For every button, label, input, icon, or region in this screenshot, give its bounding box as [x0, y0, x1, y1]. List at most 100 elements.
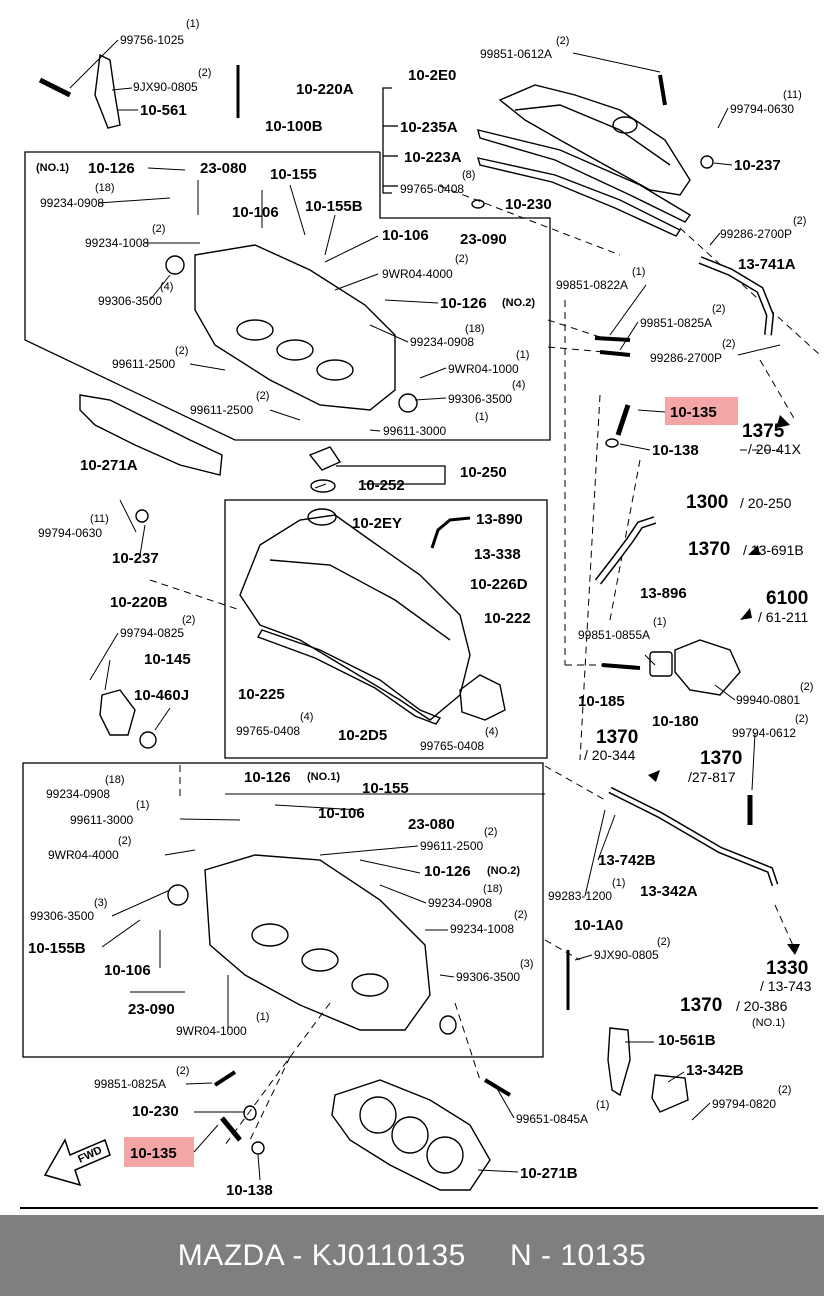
part-number: 99611-2500 — [112, 357, 175, 371]
part-number: 99234-0908 — [46, 787, 110, 801]
qty-label: (2) — [712, 303, 725, 315]
cross-reference: 6100 — [766, 588, 808, 609]
part-label: 13-890 — [476, 511, 523, 528]
gasket-10-271B — [331, 1079, 491, 1191]
part-number: 99794-0825 — [120, 626, 184, 640]
part-label: 10-100B — [265, 118, 323, 135]
part-label: 10-1A0 — [574, 917, 623, 934]
part-number: 99234-1008 — [450, 922, 514, 936]
part-label: 10-230 — [505, 196, 552, 213]
part-label: 10-106 — [382, 227, 429, 244]
qty-label: (18) — [465, 323, 485, 335]
part-label: 10-2D5 — [338, 727, 387, 744]
qty-label: (2) — [657, 936, 670, 948]
qty-label: (18) — [483, 883, 503, 895]
part-label: 10-237 — [112, 550, 159, 567]
part-label: 10-145 — [144, 651, 191, 668]
part-number: 99794-0612 — [732, 726, 796, 740]
part-number: 99851-0612A — [480, 47, 552, 61]
qty-label: (2) — [778, 1084, 791, 1096]
part-label: 10-138 — [226, 1182, 273, 1199]
part-label-highlighted: 10-135 — [670, 404, 717, 421]
diagram-frames — [20, 87, 818, 1209]
part-label: 10-126 — [88, 160, 135, 177]
leader-lines — [69, 39, 781, 1181]
part-number: 9JX90-0805 — [594, 948, 659, 962]
part-number: 99756-1025 — [120, 33, 184, 47]
part-label: 10-252 — [358, 477, 405, 494]
part-number: 9WR04-4000 — [48, 848, 119, 862]
qty-label: (2) — [722, 338, 735, 350]
part-label: 13-342B — [686, 1062, 744, 1079]
part-number: 99765-0408 — [420, 739, 484, 753]
cylinder-head-lower — [204, 854, 431, 1031]
part-label: 10-138 — [652, 442, 699, 459]
part-number: 99765-0408 — [236, 724, 300, 738]
qty-label: (4) — [512, 379, 525, 391]
part-number: 99286-2700P — [720, 227, 792, 241]
part-number: 99234-0908 — [428, 896, 492, 910]
part-label: 10-271B — [520, 1165, 578, 1182]
part-number: 99851-0825A — [94, 1077, 166, 1091]
part-number: 99234-1008 — [85, 236, 149, 250]
part-number: 99611-3000 — [383, 424, 446, 438]
qty-label: (4) — [300, 711, 313, 723]
callout-labels: (1) 99756-1025 (2) 9JX90-0805 10-561 10-… — [28, 18, 813, 1199]
qty-label: (8) — [462, 169, 475, 181]
part-number: 99851-0825A — [640, 316, 712, 330]
part-label: 10-155 — [362, 780, 409, 797]
qty-label: (2) — [152, 223, 165, 235]
part-number: 99794-0820 — [712, 1097, 776, 1111]
gasket-10-235A — [477, 129, 692, 223]
part-number: 99306-3500 — [456, 970, 520, 984]
cross-reference-page: / 20-250 — [740, 495, 792, 511]
qty-label: (NO.2) — [502, 297, 535, 309]
part-number: 99851-0855A — [578, 628, 650, 642]
part-number: 99234-0908 — [40, 196, 104, 210]
part-number: 99306-3500 — [30, 909, 94, 923]
part-number: 99306-3500 — [448, 392, 512, 406]
part-label: 10-2EY — [352, 515, 402, 532]
qty-label: (2) — [182, 614, 195, 626]
qty-label: (18) — [105, 774, 125, 786]
part-label: 10-226D — [470, 576, 528, 593]
qty-label: (11) — [90, 513, 109, 525]
cross-reference: 1330 — [766, 958, 808, 979]
part-number: 99940-0801 — [736, 693, 800, 707]
reference-arrows — [648, 415, 800, 955]
qty-label: (1) — [186, 18, 199, 30]
part-label: 10-106 — [232, 204, 279, 221]
footer-text: MAZDA - KJ0110135 N - 10135 — [177, 1238, 647, 1272]
part-number: 9WR04-1000 — [176, 1024, 247, 1038]
part-label: 23-080 — [200, 160, 247, 177]
fwd-arrow: FWD — [43, 1138, 111, 1187]
qty-label: (2) — [198, 67, 211, 79]
dashed-leaders — [149, 185, 821, 1146]
cross-reference: 1300 — [686, 492, 728, 513]
qty-label: (4) — [160, 281, 173, 293]
cross-reference-page: /27-817 — [688, 769, 736, 785]
part-label: 10-126 — [440, 295, 487, 312]
part-label: 10-185 — [578, 693, 625, 710]
qty-label: (2) — [175, 345, 188, 357]
qty-label: (1) — [475, 411, 488, 423]
gasket-10-223A — [477, 157, 682, 237]
qty-label: (2) — [455, 253, 468, 265]
part-number: 99851-0822A — [556, 278, 628, 292]
part-number: 9WR04-1000 — [448, 362, 519, 376]
qty-label: (1) — [612, 877, 625, 889]
part-label: 10-237 — [734, 157, 781, 174]
part-label: 10-155B — [305, 198, 363, 215]
cross-reference-page: / 20-344 — [584, 747, 636, 763]
cross-reference-page: / 20-41X — [748, 441, 802, 457]
part-label: 23-080 — [408, 816, 455, 833]
highlight-10-135-lower — [124, 1137, 194, 1167]
cylinder-head-upper — [194, 244, 396, 411]
part-drawings — [38, 53, 779, 1191]
qty-label: (NO.2) — [487, 865, 520, 877]
cross-reference-page: / 13-743 — [760, 978, 812, 994]
part-label: 23-090 — [460, 231, 507, 248]
qty-label: (1) — [136, 799, 149, 811]
part-label: 10-460J — [134, 687, 189, 704]
qty-label: (NO.1) — [36, 162, 69, 174]
